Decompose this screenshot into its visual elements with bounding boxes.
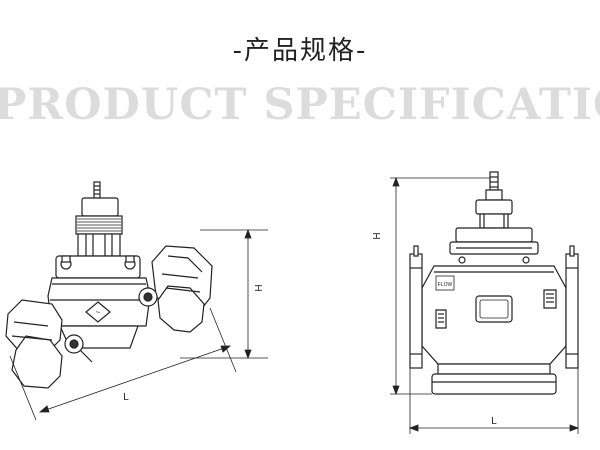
left-test-port bbox=[435, 309, 447, 329]
svg-text:FLOW: FLOW bbox=[438, 282, 453, 288]
right-height-dimension bbox=[390, 176, 490, 396]
valve-body bbox=[47, 277, 151, 327]
base-lower bbox=[431, 373, 557, 395]
stem-thread bbox=[77, 218, 121, 232]
left-height-label: H bbox=[254, 284, 265, 291]
left-flange bbox=[409, 245, 423, 369]
bonnet-yoke bbox=[77, 233, 121, 257]
actuator-head bbox=[81, 197, 119, 217]
flow-badge bbox=[85, 301, 111, 323]
section-subtitle: PRODUCT SPECIFICATIONS bbox=[0, 80, 600, 130]
section-title: -产品规格- bbox=[232, 36, 368, 66]
right-flange bbox=[565, 245, 579, 369]
left-valve-drawing: ~ H bbox=[5, 181, 268, 421]
left-length-dimension bbox=[9, 307, 237, 421]
right-threaded-port bbox=[151, 245, 213, 333]
stem-collar bbox=[485, 189, 503, 201]
right-test-port bbox=[543, 289, 557, 309]
svg-text:~: ~ bbox=[96, 308, 101, 317]
left-length-label: L bbox=[123, 392, 129, 403]
base-upper bbox=[437, 363, 551, 375]
left-threaded-port bbox=[5, 299, 63, 389]
right-length-dimension bbox=[408, 368, 580, 434]
flow-tag: FLOW bbox=[435, 275, 455, 291]
actuator-cap bbox=[475, 199, 513, 215]
right-valve-drawing: FLOW bbox=[390, 171, 580, 434]
bonnet-upper bbox=[455, 227, 533, 243]
left-height-dimension bbox=[180, 228, 268, 360]
